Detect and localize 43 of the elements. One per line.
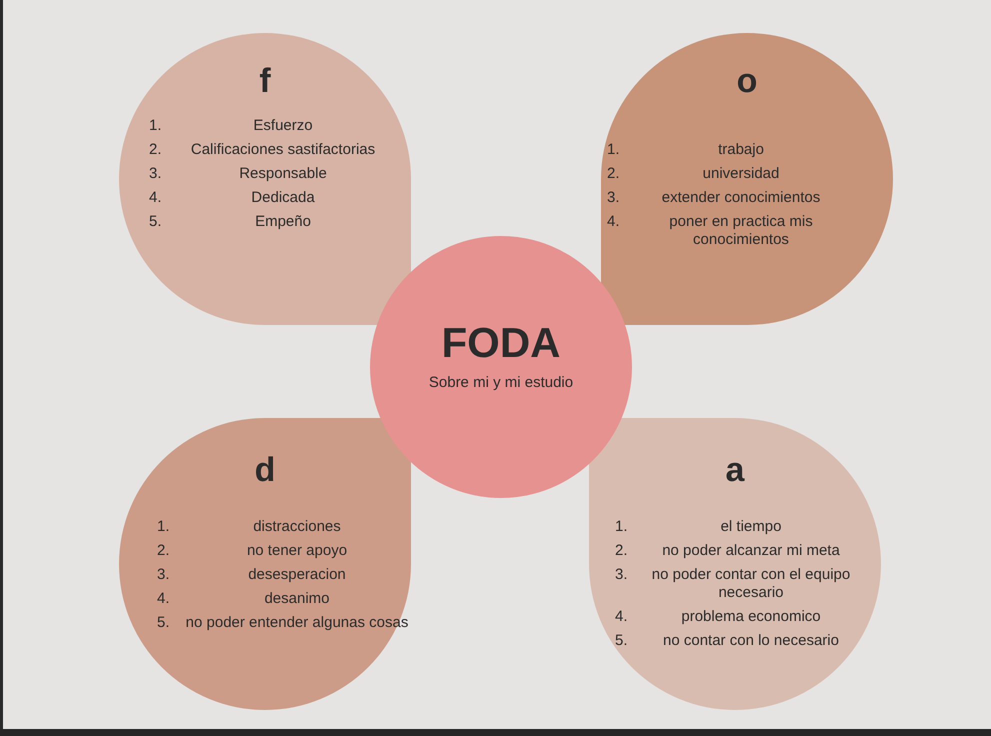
list-item: extender conocimientos [660, 189, 822, 207]
list-item: Dedicada [250, 189, 316, 207]
list-number: 2. [615, 542, 629, 560]
list-number: 3. [615, 566, 629, 585]
list-number: 4. [607, 213, 621, 232]
list-number: 5. [157, 614, 171, 632]
list-number: 2. [607, 165, 621, 183]
list-item: Calificaciones sastifactorias [190, 141, 376, 159]
list-item: distracciones [252, 518, 342, 536]
list-number: 4. [149, 189, 163, 207]
list-number: 1. [157, 518, 171, 536]
list-item: desanimo [263, 590, 331, 608]
list-number: 2. [157, 542, 171, 560]
list-number: 5. [615, 632, 629, 650]
list-item: poner en practica mis conocimientos [668, 213, 814, 249]
list-number: 3. [607, 189, 621, 207]
list-number: 3. [157, 566, 171, 584]
subtitle: Sobre mi y mi estudio [428, 374, 574, 391]
center-heading: FODA [440, 320, 562, 366]
list-item: no poder alcanzar mi meta [661, 542, 841, 560]
list-item: no poder contar con el equipo necesario [650, 566, 852, 602]
list-item: no contar con lo necesario [662, 632, 840, 650]
list-number: 1. [149, 117, 163, 135]
list-item: no tener apoyo [246, 542, 348, 560]
list-item: el tiempo [720, 518, 782, 536]
list-item: Responsable [238, 165, 328, 183]
petal-heading: a [724, 452, 746, 488]
petal-heading: f [258, 63, 272, 99]
list-item: desesperacion [247, 566, 347, 584]
list-item: trabajo [717, 141, 765, 159]
list-item: universidad [702, 165, 780, 183]
list-number: 1. [615, 518, 629, 536]
list-item: Esfuerzo [252, 117, 314, 135]
petal-heading: o [736, 63, 758, 99]
list-number: 4. [615, 608, 629, 626]
list-item: Empeño [254, 213, 312, 231]
list-number: 3. [149, 165, 163, 183]
list-number: 2. [149, 141, 163, 159]
list-number: 5. [149, 213, 163, 231]
list-number: 1. [607, 141, 621, 159]
list-number: 4. [157, 590, 171, 608]
petal-heading: d [254, 452, 276, 488]
list-item: problema economico [680, 608, 822, 626]
